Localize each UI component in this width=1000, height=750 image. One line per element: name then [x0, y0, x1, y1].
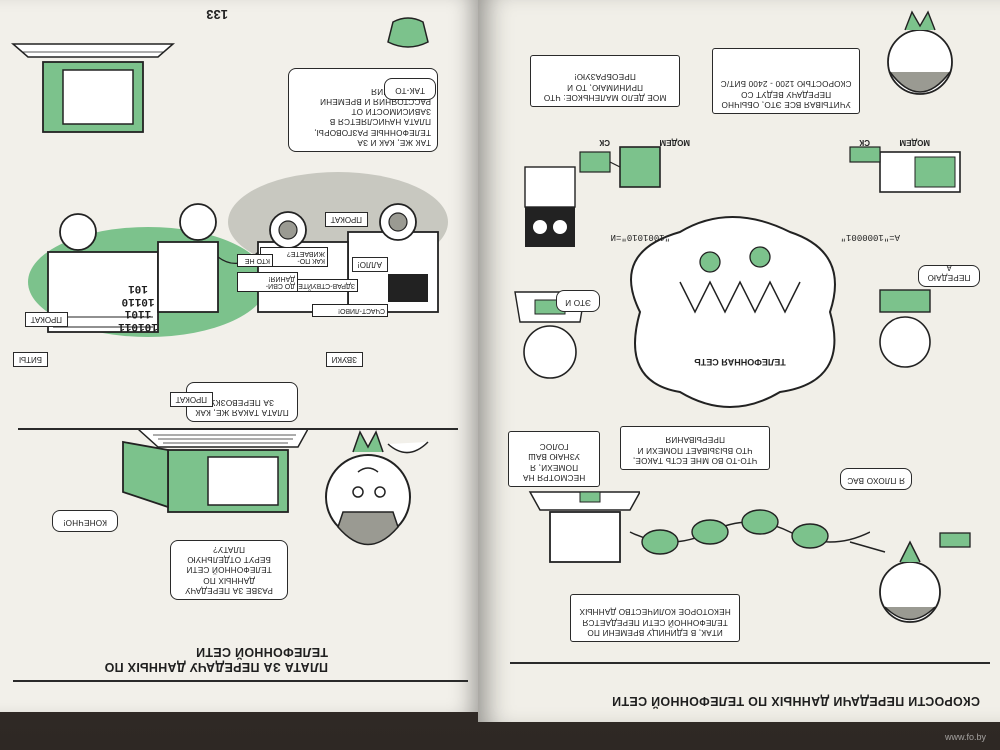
- bubble-i-hear: Я плохо вас: [840, 468, 912, 490]
- person-with-phone-illustration: [849, 532, 971, 623]
- label-rent-truck: ПРОКАТ: [324, 212, 368, 227]
- label-allo: Алло!: [351, 257, 388, 272]
- label-rent-top: ПРОКАТ: [24, 312, 68, 327]
- binary-line: 101011: [118, 320, 158, 332]
- right-page-rotated-content: СКОРОСТИ ПЕРЕДАЧИ ДАННЫХ ПО ТЕЛЕФОННОЙ С…: [478, 0, 1000, 722]
- bubble-noise: Что-то во мне есть такое, что вызывает п…: [620, 426, 770, 470]
- label-sk-right: СК: [599, 138, 610, 147]
- bubble-question-pay: Разве за передачу данных по телефонной с…: [170, 540, 288, 600]
- bubble-despite: Несмотря на помехи, я узнаю ваш голос: [508, 431, 600, 487]
- bubble-intro: Итак, в единицу времени по телефонной се…: [570, 594, 740, 642]
- telephone-network-cloud: [630, 216, 836, 408]
- phone-line-illustration: [629, 509, 870, 555]
- title-rule: [510, 662, 990, 664]
- phone-handset-icon: [387, 17, 429, 48]
- cargo-box: До сви-дания!: [237, 272, 298, 292]
- binary-line: 1101: [124, 307, 152, 320]
- bubble-not-mine: Мое дело маленькое: что принимаю, то и п…: [530, 55, 680, 107]
- cargo-box: Здрав-ствуйте: [290, 279, 358, 292]
- modem-right-illustration: [579, 146, 661, 188]
- character-girl-illustration: [887, 10, 953, 95]
- right-page: СКОРОСТИ ПЕРЕДАЧИ ДАННЫХ ПО ТЕЛЕФОННОЙ С…: [478, 0, 1000, 722]
- label-code-a: A="1000001": [840, 232, 900, 242]
- left-page-title: ПЛАТА ЗА ПЕРЕДАЧУ ДАННЫХ ПО ТЕЛЕФОННОЙ С…: [104, 645, 328, 674]
- bubble-transmit-a: Передаю А: [918, 263, 980, 287]
- binary-line: 101: [128, 282, 148, 295]
- label-modem-right: МОДЕМ: [659, 138, 690, 147]
- cargo-box: Счаст-ливо!: [312, 304, 388, 317]
- right-page-title: СКОРОСТИ ПЕРЕДАЧИ ДАННЫХ ПО ТЕЛЕФОННОЙ С…: [611, 694, 980, 708]
- bubble-counting: Учитывая все это, обычно передачу ведут …: [712, 48, 860, 114]
- bubble-tak-to: Так-то: [384, 78, 436, 100]
- title-rule: [13, 680, 468, 682]
- cargo-box: Кто не: [237, 254, 273, 267]
- watermark: www.fo.by: [944, 732, 986, 742]
- binary-code-block: 101011 1101 10110 101: [98, 281, 178, 332]
- left-page: 133 ПЛАТА ЗА ПЕРЕДАЧУ ДАННЫХ ПО ТЕЛЕФОНН…: [0, 0, 478, 712]
- left-page-rotated-content: 133 ПЛАТА ЗА ПЕРЕДАЧУ ДАННЫХ ПО ТЕЛЕФОНН…: [0, 0, 478, 712]
- label-code-i: "1001010"=И: [610, 232, 670, 242]
- modem-left-illustration: [849, 146, 961, 193]
- cassette-icon: [524, 166, 576, 247]
- computer-illustration-top: [10, 43, 176, 133]
- label-modem-left: МОДЕМ: [899, 138, 930, 147]
- laptop-illustration: [528, 491, 640, 563]
- computer-illustration-bottom: [122, 428, 308, 513]
- operator-illustration: [879, 289, 931, 368]
- panel-rule: [18, 428, 458, 430]
- label-rent-bottom: ПРОКАТ: [169, 392, 213, 407]
- character-boy-illustration: [325, 430, 429, 546]
- bubble-it-is: Это и: [556, 290, 600, 312]
- label-telephone-network: ТЕЛЕФОННАЯ СЕТЬ: [694, 357, 786, 367]
- binary-line: 10110: [121, 294, 155, 307]
- label-sk-left: СК: [859, 138, 870, 147]
- page-number: 133: [206, 7, 228, 22]
